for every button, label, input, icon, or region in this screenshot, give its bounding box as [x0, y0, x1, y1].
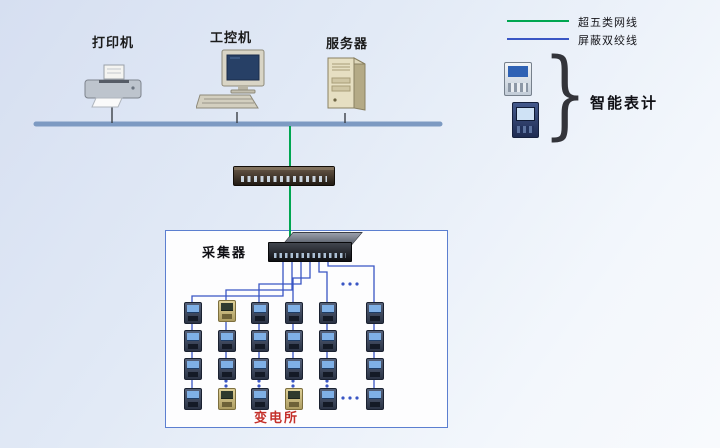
meter-icon: [285, 388, 303, 410]
industrial-pc-icon: [195, 48, 280, 112]
meter-icon: [285, 302, 303, 324]
meter-icon: [184, 388, 202, 410]
substation-box: [165, 230, 448, 428]
legend-stp-label: 屏蔽双绞线: [578, 34, 638, 47]
printer-label: 打印机: [92, 36, 135, 51]
collector-front-face: [268, 242, 352, 262]
smart-meter-icon-light: [504, 62, 532, 96]
meter-icon: [366, 330, 384, 352]
brace-glyph: }: [543, 38, 587, 150]
meter-icon: [251, 330, 269, 352]
meter-icon: [251, 302, 269, 324]
smart-meter-icon-dark: [512, 102, 539, 138]
meter-icon: [366, 358, 384, 380]
smart-meters-label: 智能表计: [590, 94, 659, 112]
meter-icon: [184, 358, 202, 380]
meter-icon: [218, 300, 236, 322]
server-label: 服务器: [326, 37, 369, 52]
meter-icon: [218, 388, 236, 410]
industrial-pc-label: 工控机: [210, 31, 253, 46]
meter-icon: [184, 330, 202, 352]
meter-icon: [319, 388, 337, 410]
meter-icon: [319, 302, 337, 324]
meter-icon: [251, 358, 269, 380]
substation-label: 变电所: [254, 411, 300, 426]
server-icon: [320, 54, 372, 114]
meter-icon: [366, 388, 384, 410]
meter-icon: [319, 330, 337, 352]
ethernet-switch-icon: [233, 166, 335, 186]
printer-icon: [82, 64, 144, 108]
meter-icon: [218, 330, 236, 352]
meter-icon: [319, 358, 337, 380]
meter-icon: [285, 358, 303, 380]
meter-icon: [251, 388, 269, 410]
collector-device-icon: [266, 230, 363, 264]
meter-icon: [184, 302, 202, 324]
meter-icon: [218, 358, 236, 380]
meter-icon: [366, 302, 384, 324]
collector-label: 采集器: [202, 246, 248, 261]
legend-cat5e-label: 超五类网线: [578, 16, 638, 29]
meter-icon: [285, 330, 303, 352]
